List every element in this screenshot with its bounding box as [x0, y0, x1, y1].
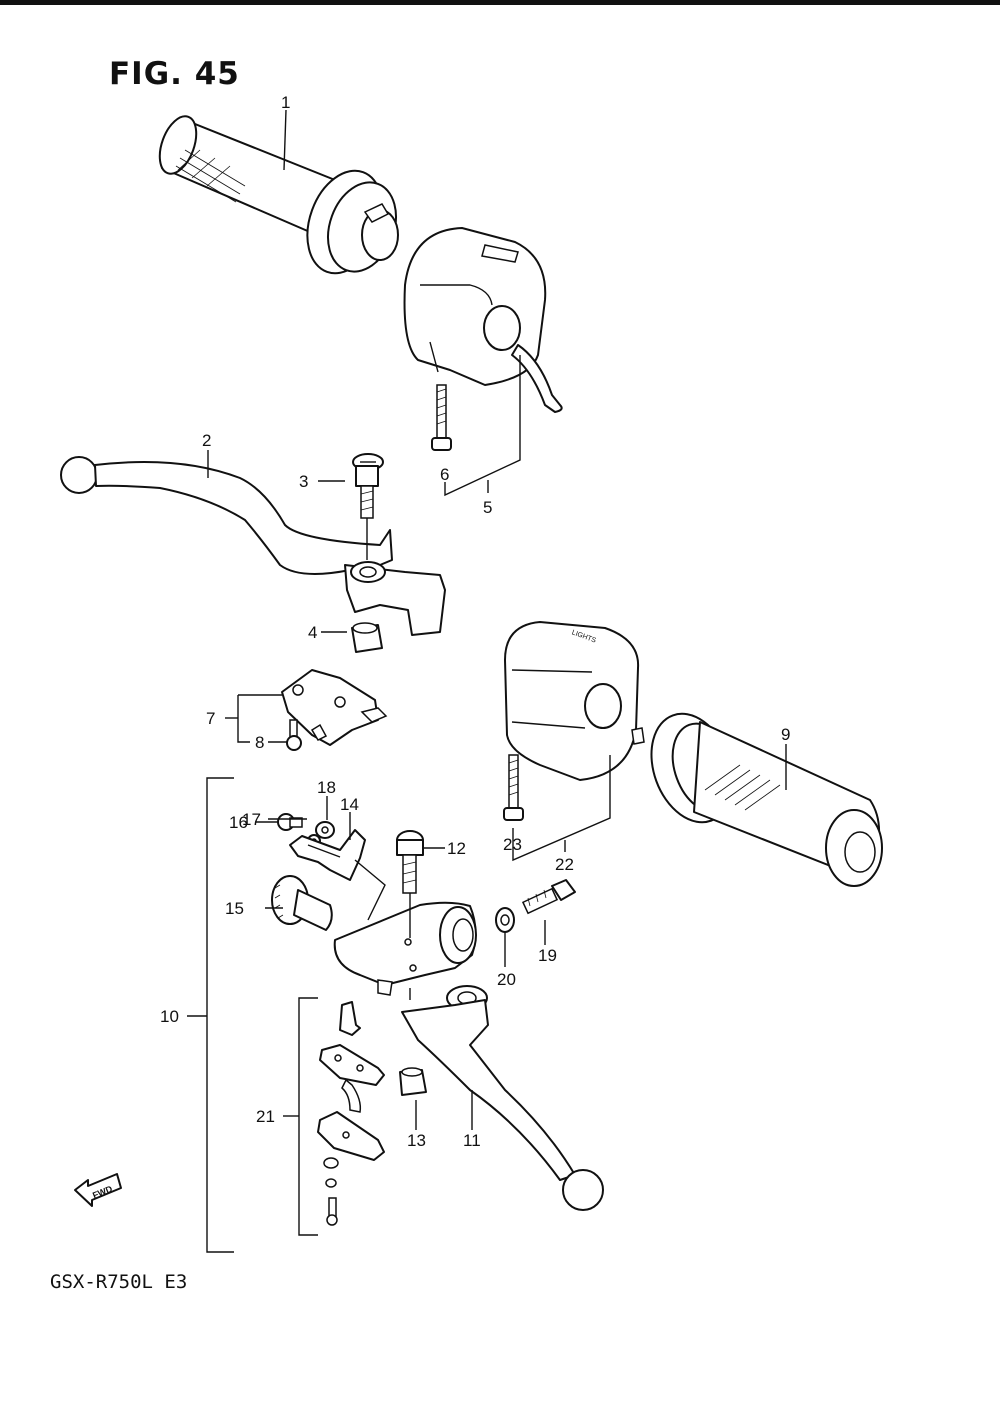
- callout-2: 2: [202, 431, 211, 450]
- callout-20: 20: [497, 970, 516, 989]
- callout-16: 16: [229, 813, 248, 832]
- part-left-grip: [158, 115, 399, 275]
- part-clutch-lever: [401, 985, 604, 1211]
- callout-19: 19: [538, 946, 557, 965]
- part-adjuster-15: [271, 875, 333, 931]
- part-bracket-14: [289, 829, 366, 881]
- leader-lines: [187, 109, 787, 1253]
- callout-4: 4: [308, 623, 317, 642]
- part-clutch-holder: [333, 901, 477, 996]
- part-brake-light-switch: [281, 669, 388, 746]
- part-pivot-bolt: [352, 453, 384, 519]
- part-screw-8: [286, 719, 302, 751]
- part-nut-13: [399, 1067, 427, 1096]
- callout-22: 22: [555, 855, 574, 874]
- forward-direction-arrow: FWD: [74, 1173, 122, 1207]
- part-bolt-19: [521, 879, 576, 915]
- callout-17: 17: [242, 810, 261, 829]
- callout-9: 9: [781, 725, 790, 744]
- callout-23: 23: [503, 835, 522, 854]
- callout-labels: 1 2 3 4 5 6 7 8 9 10 11 12 13 14 15 16 1…: [160, 93, 790, 1150]
- part-switch-set-21: [317, 1001, 385, 1226]
- callout-3: 3: [299, 472, 308, 491]
- callout-14: 14: [340, 795, 359, 814]
- callout-13: 13: [407, 1131, 426, 1150]
- callout-5: 5: [483, 498, 492, 517]
- figure-title: FIG. 45: [109, 56, 240, 92]
- part-screw-6: [431, 384, 452, 451]
- callout-12: 12: [447, 839, 466, 858]
- part-screw-16: [277, 813, 303, 831]
- callout-11: 11: [463, 1131, 481, 1150]
- callout-21: 21: [256, 1107, 275, 1126]
- top-border-line: [0, 0, 1000, 5]
- part-left-switch-box: [403, 227, 563, 413]
- part-pin-12: [396, 830, 424, 894]
- callout-6: 6: [440, 465, 449, 484]
- callout-7: 7: [206, 709, 215, 728]
- part-washer-20: [495, 907, 515, 933]
- part-screw-23: [503, 754, 524, 821]
- callout-10: 10: [160, 1007, 179, 1026]
- model-code: GSX-R750L E3: [50, 1271, 188, 1293]
- part-nut-4: [351, 622, 383, 653]
- callout-1: 1: [281, 93, 290, 112]
- part-brake-lever: [60, 456, 446, 636]
- callout-8: 8: [255, 733, 264, 752]
- part-right-grip: [650, 712, 883, 887]
- part-right-switch-box: LIGHTS: [504, 621, 645, 781]
- part-nut-18: [315, 821, 335, 839]
- callout-18: 18: [317, 778, 336, 797]
- callout-15: 15: [225, 899, 244, 918]
